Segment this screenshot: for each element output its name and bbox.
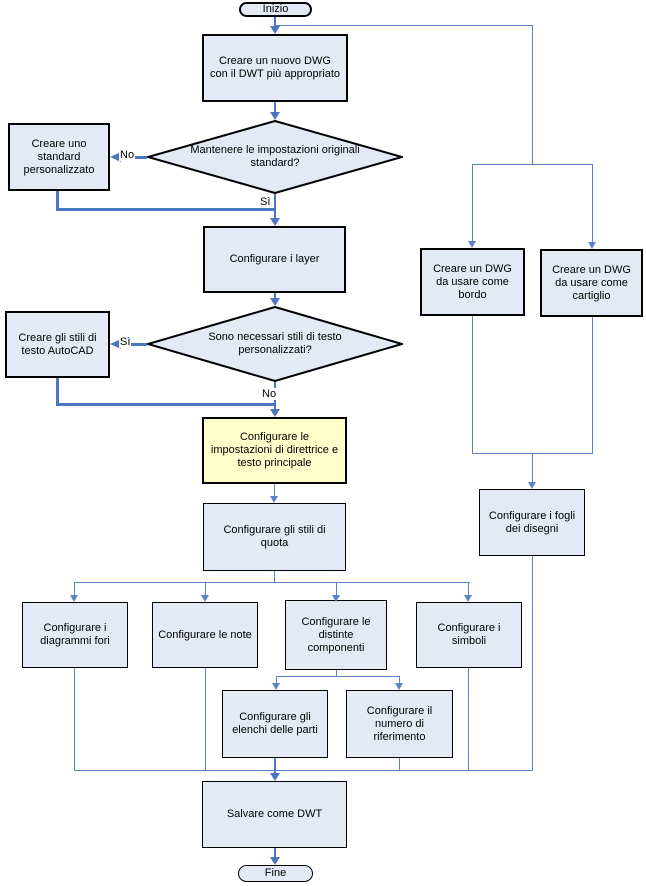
- connector-line: [472, 316, 473, 454]
- connector-line: [274, 484, 275, 497]
- end-terminator: Fine: [238, 865, 313, 882]
- process-create-text-styles: Creare gli stili di testo AutoCAD: [5, 311, 110, 378]
- connector-line: [472, 164, 473, 241]
- connector-arrowhead: [110, 152, 121, 162]
- edge-label-no: No: [119, 149, 136, 161]
- process-hole-charts: Configurare i diagrammi fori: [22, 602, 128, 668]
- connector-line: [56, 208, 276, 211]
- process-parts-lists: Configurare gli elenchi delle parti: [222, 690, 328, 758]
- connector-arrowhead: [270, 773, 280, 781]
- connector-line: [468, 582, 469, 595]
- connector-line: [74, 770, 533, 771]
- connector-arrowhead: [270, 496, 278, 503]
- connector-line: [121, 343, 147, 346]
- connector-arrowhead: [588, 242, 596, 249]
- process-notes: Configurare le note: [152, 602, 258, 668]
- connector-arrowhead: [270, 857, 280, 865]
- process-parts-lists-components: Configurare le distinte componenti: [285, 600, 387, 670]
- connector-line: [205, 668, 206, 771]
- process-drawing-sheets: Configurare i fogli dei disegni: [479, 489, 585, 556]
- connector-arrowhead: [270, 112, 280, 120]
- connector-line: [56, 191, 59, 211]
- connector-arrowhead: [270, 26, 280, 34]
- process-symbols: Configurare i simboli: [416, 602, 522, 668]
- process-dwg-border: Creare un DWG da usare come bordo: [420, 248, 525, 316]
- connector-line: [275, 25, 533, 26]
- process-dimension-styles: Configurare gli stili di quota: [203, 503, 346, 571]
- connector-line: [468, 668, 469, 771]
- process-save-as-dwt: Salvare come DWT: [202, 781, 347, 848]
- connector-line: [276, 676, 277, 684]
- decision-custom-text-styles: Sono necessari stili di testo personaliz…: [147, 306, 403, 382]
- decision-label: Sono necessari stili di testo personaliz…: [208, 331, 342, 356]
- connector-line: [336, 670, 337, 677]
- connector-line: [532, 25, 533, 165]
- connector-line: [532, 453, 533, 482]
- connector-arrowhead: [464, 595, 472, 602]
- process-balloon-number: Configurare il numero di riferimento: [346, 690, 453, 758]
- start-terminator: Inizio: [239, 2, 312, 17]
- connector-arrowhead: [395, 683, 403, 690]
- connector-line: [274, 848, 276, 858]
- connector-line: [274, 17, 276, 27]
- connector-arrowhead: [332, 595, 340, 602]
- connector-line: [74, 668, 75, 771]
- connector-arrowhead: [528, 482, 536, 489]
- edge-label-no: No: [261, 388, 278, 400]
- decision-keep-standard-settings: Mantenere le impostazioni originali stan…: [147, 120, 403, 194]
- diamond-shape: [147, 306, 403, 382]
- connector-arrowhead: [110, 339, 121, 349]
- connector-arrowhead: [468, 241, 476, 248]
- edge-label-si: Sì: [259, 196, 272, 208]
- connector-arrowhead: [270, 409, 280, 417]
- connector-line: [532, 556, 533, 771]
- connector-line: [274, 194, 276, 219]
- connector-line: [399, 676, 400, 684]
- process-dwg-titleblock: Creare un DWG da usare come cartiglio: [540, 249, 643, 317]
- connector-line: [274, 571, 275, 583]
- connector-line: [56, 403, 276, 406]
- connector-arrowhead: [201, 595, 209, 602]
- connector-line: [472, 164, 593, 165]
- decision-label: Mantenere le impostazioni originali stan…: [190, 144, 360, 169]
- process-create-new-dwg: Creare un nuovo DWG con il DWT più appro…: [202, 34, 348, 102]
- connector-line: [399, 758, 400, 771]
- connector-line: [276, 676, 400, 677]
- diamond-shape: [147, 120, 403, 194]
- connector-line: [205, 582, 206, 595]
- connector-line: [74, 582, 75, 595]
- process-leader-text-settings-highlighted: Configurare le impostazioni di direttric…: [202, 417, 347, 484]
- connector-line: [274, 102, 276, 113]
- connector-line: [592, 317, 593, 454]
- connector-arrowhead: [270, 298, 280, 306]
- edge-label-si: Sì: [119, 336, 132, 348]
- connector-line: [336, 582, 337, 595]
- connector-line: [274, 758, 276, 774]
- connector-line: [56, 378, 59, 406]
- process-configure-layers: Configurare i layer: [203, 226, 346, 293]
- connector-line: [274, 293, 276, 299]
- connector-line: [74, 582, 470, 583]
- connector-line: [592, 164, 593, 242]
- connector-arrowhead: [270, 218, 280, 226]
- connector-arrowhead: [272, 683, 280, 690]
- process-create-custom-standard: Creare uno standard personalizzato: [8, 123, 110, 191]
- connector-arrowhead: [70, 595, 78, 602]
